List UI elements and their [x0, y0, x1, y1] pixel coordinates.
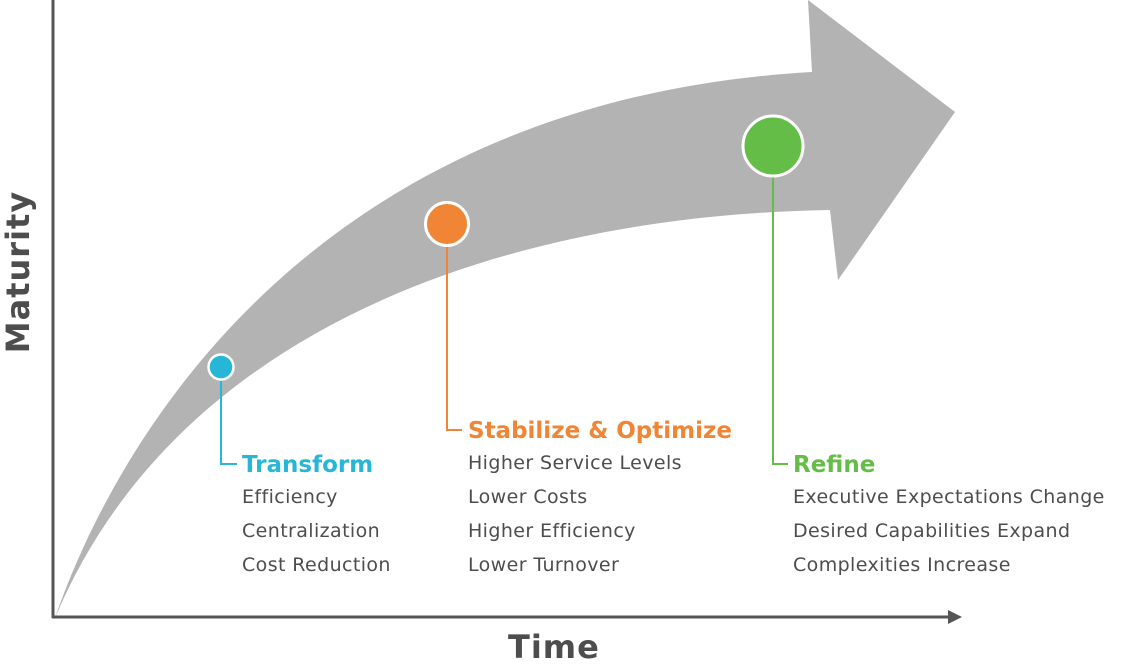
stage-item: Lower Costs: [468, 486, 588, 508]
stage-item: Efficiency: [242, 486, 338, 508]
y-axis-label: Maturity: [0, 190, 37, 354]
stage-refine: Refine Executive Expectations Change Des…: [793, 450, 1105, 582]
stage-item: Centralization: [242, 520, 381, 542]
stage-item: Executive Expectations Change: [793, 486, 1105, 508]
stage-item: Lower Turnover: [468, 554, 620, 576]
stage-item: Higher Service Levels: [468, 452, 682, 474]
stage-item: Complexities Increase: [793, 554, 1011, 576]
refine-connector: [772, 175, 788, 465]
refine-marker: [741, 114, 805, 178]
stabilize-connector: [446, 246, 462, 431]
stage-title: Refine: [793, 452, 876, 478]
transform-connector: [220, 378, 237, 465]
stage-title: Transform: [242, 452, 374, 478]
stage-item: Cost Reduction: [242, 554, 391, 576]
stage-title: Stabilize & Optimize: [468, 418, 732, 444]
maturity-diagram: [51, 0, 962, 624]
x-axis-arrowhead: [948, 610, 962, 624]
stage-item: Higher Efficiency: [468, 520, 636, 542]
stage-stabilize: Stabilize & Optimize Higher Service Leve…: [468, 416, 732, 582]
transform-marker: [207, 353, 235, 381]
growth-arrow: [55, 0, 955, 618]
x-axis-label: Time: [508, 628, 600, 666]
stage-item: Desired Capabilities Expand: [793, 520, 1071, 542]
stage-transform: Transform Efficiency Centralization Cost…: [242, 450, 391, 582]
stabilize-marker: [424, 201, 470, 247]
